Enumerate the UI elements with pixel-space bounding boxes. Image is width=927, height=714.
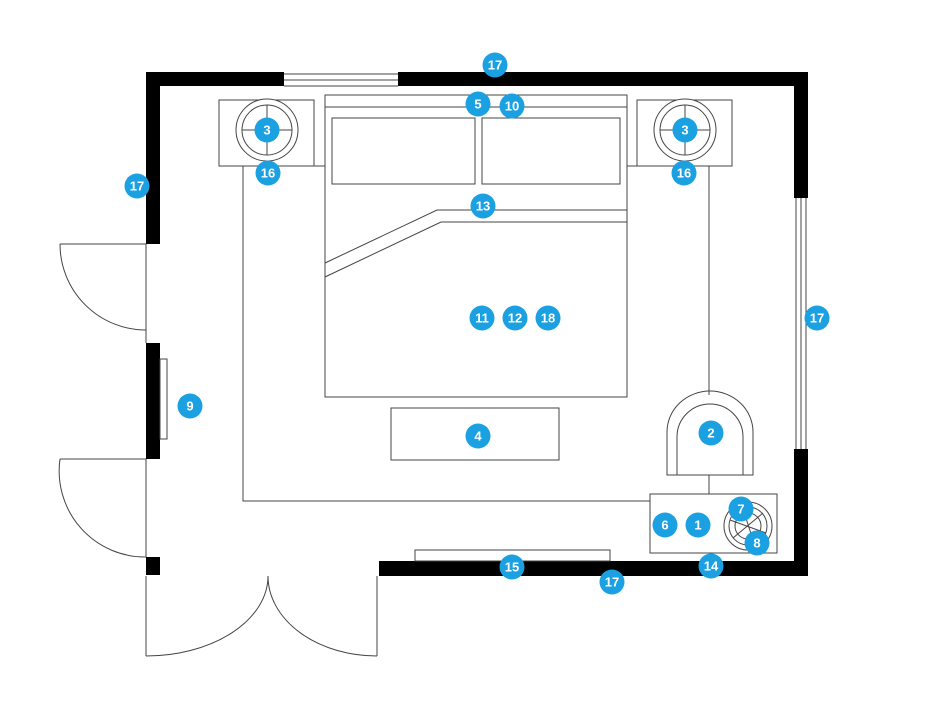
svg-text:3: 3 <box>681 123 688 138</box>
marker-plant-a[interactable]: 7 <box>728 496 754 522</box>
marker-bed-b[interactable]: 12 <box>502 305 528 331</box>
svg-text:7: 7 <box>737 502 744 517</box>
pillow-left <box>331 117 476 185</box>
marker-mirror[interactable]: 9 <box>177 393 203 419</box>
marker-left-wall[interactable]: 17 <box>124 173 150 199</box>
marker-pillow-edge[interactable]: 13 <box>470 193 496 219</box>
svg-text:2: 2 <box>707 426 714 441</box>
wall-right-upper <box>794 72 808 198</box>
svg-text:10: 10 <box>505 99 519 114</box>
marker-bench[interactable]: 4 <box>465 423 491 449</box>
svg-text:4: 4 <box>474 429 482 444</box>
svg-text:17: 17 <box>810 311 824 326</box>
marker-bed-c[interactable]: 18 <box>535 305 561 331</box>
marker-desk-edge[interactable]: 14 <box>698 553 724 579</box>
wall-left-upper <box>146 72 160 244</box>
svg-text:18: 18 <box>541 311 555 326</box>
window-top <box>284 73 398 87</box>
marker-bed-a[interactable]: 11 <box>469 305 495 331</box>
svg-text:13: 13 <box>476 199 490 214</box>
svg-text:6: 6 <box>661 518 668 533</box>
door-left-lower <box>58 458 147 558</box>
wall-right-lower <box>794 449 808 576</box>
svg-text:5: 5 <box>474 97 481 112</box>
svg-text:15: 15 <box>505 560 519 575</box>
door-left-upper <box>59 243 147 343</box>
svg-text:8: 8 <box>753 536 760 551</box>
marker-lamp-right[interactable]: 3 <box>672 117 698 143</box>
number-markers: 17 17 17 17 3 3 16 16 5 10 13 11 12 18 4… <box>124 52 830 595</box>
marker-lamp-left[interactable]: 3 <box>254 117 280 143</box>
pillow-right <box>481 117 621 185</box>
svg-text:3: 3 <box>263 123 270 138</box>
svg-text:17: 17 <box>605 575 619 590</box>
marker-desk-b[interactable]: 1 <box>685 512 711 538</box>
wall-left-middle <box>146 343 160 459</box>
marker-chair[interactable]: 2 <box>698 420 724 446</box>
window-right <box>795 198 807 449</box>
wall-left-lower <box>146 557 160 575</box>
desk <box>649 166 778 554</box>
marker-radiator[interactable]: 15 <box>499 554 525 580</box>
marker-headboard-a[interactable]: 5 <box>465 91 491 117</box>
wall-bottom <box>379 561 808 576</box>
marker-bottom-wall[interactable]: 17 <box>599 569 625 595</box>
door-bottom-double <box>145 575 378 657</box>
marker-headboard-b[interactable]: 10 <box>499 93 525 119</box>
wall-top-left <box>146 72 284 86</box>
bed <box>324 94 628 398</box>
svg-text:16: 16 <box>261 166 275 181</box>
marker-desk-a[interactable]: 6 <box>652 512 678 538</box>
marker-top-wall[interactable]: 17 <box>482 52 508 78</box>
marker-nightstand-right[interactable]: 16 <box>671 160 697 186</box>
svg-text:9: 9 <box>186 399 193 414</box>
svg-text:17: 17 <box>130 179 144 194</box>
svg-text:11: 11 <box>475 311 489 326</box>
svg-text:1: 1 <box>694 518 701 533</box>
marker-right-window[interactable]: 17 <box>804 305 830 331</box>
svg-text:12: 12 <box>508 311 522 326</box>
marker-nightstand-left[interactable]: 16 <box>255 160 281 186</box>
svg-text:14: 14 <box>704 559 719 574</box>
svg-text:16: 16 <box>677 166 691 181</box>
marker-plant-b[interactable]: 8 <box>744 530 770 556</box>
svg-text:17: 17 <box>488 58 502 73</box>
wall-top-right <box>398 72 808 86</box>
mirror <box>159 358 168 440</box>
